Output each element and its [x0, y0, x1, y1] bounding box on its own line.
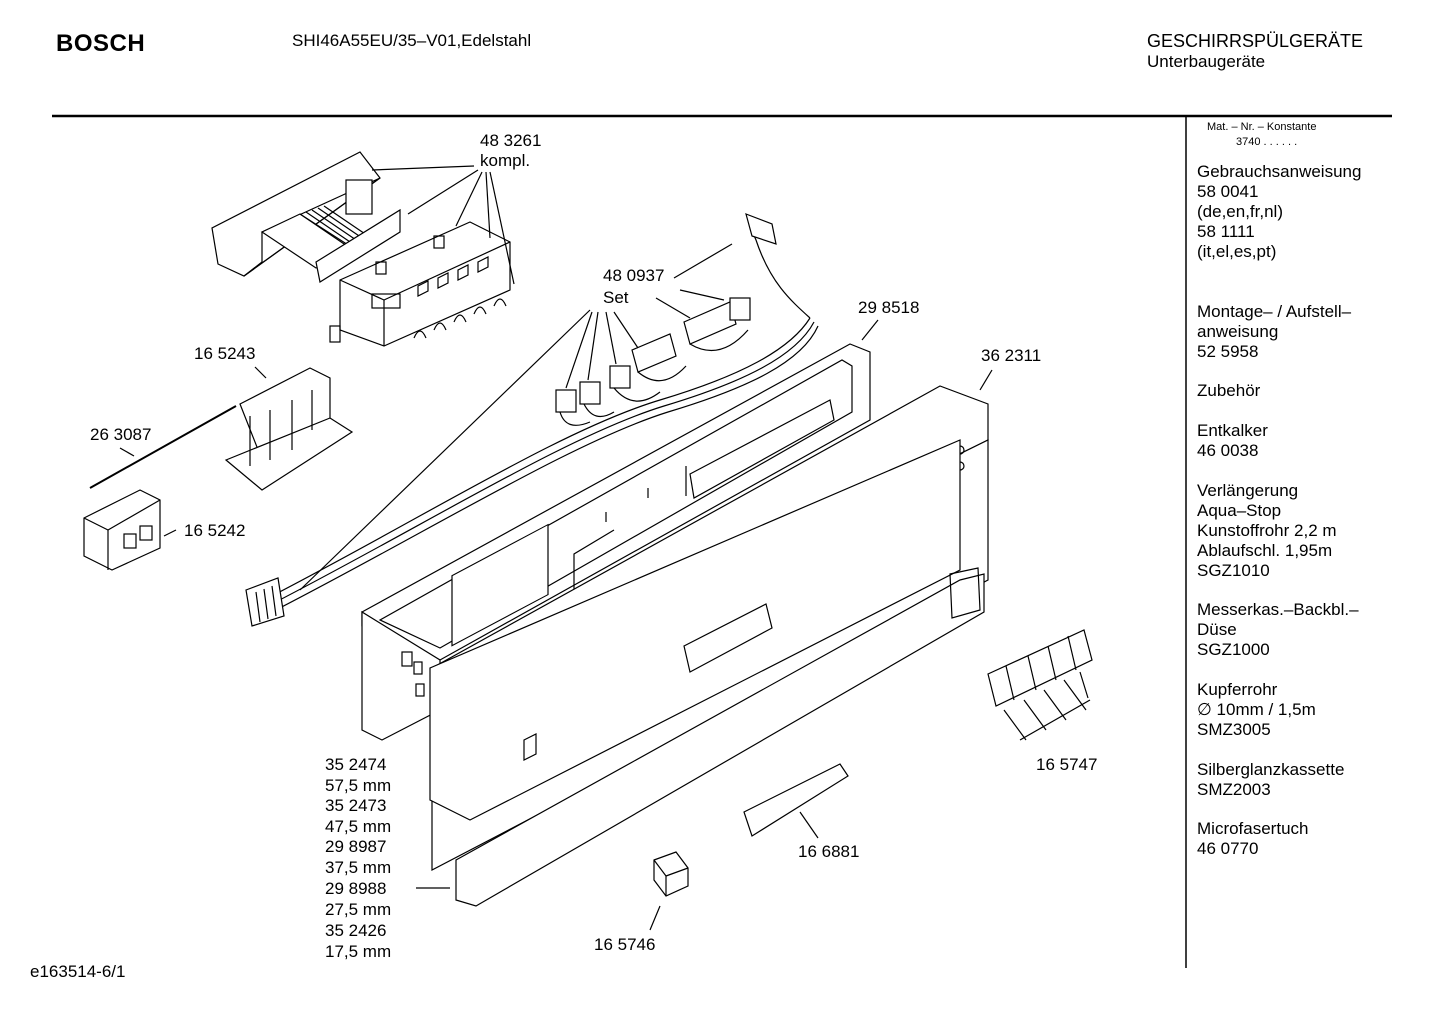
- brand-logo: BOSCH: [56, 30, 146, 57]
- entry-title: Verlängerung: [1197, 481, 1299, 500]
- label-165243: 16 5243: [194, 344, 255, 363]
- strip-166881: [743, 763, 849, 839]
- variant-item: 47,5 mm: [325, 817, 391, 836]
- entry-title: Gebrauchsanweisung: [1197, 162, 1362, 181]
- label-480937-note: Set: [603, 288, 629, 307]
- entry-line: 58 1111: [1197, 222, 1255, 241]
- sidebar-entry: Gebrauchsanweisung 58 0041 (de,en,fr,nl)…: [1197, 162, 1361, 262]
- variant-item: 29 8987: [325, 837, 386, 856]
- mat-label: Mat. – Nr. – Konstante: [1207, 121, 1317, 133]
- variant-item: 35 2473: [325, 796, 386, 815]
- part-drawings: [83, 151, 1093, 931]
- variant-item: 27,5 mm: [325, 900, 391, 919]
- leader-480937: [299, 243, 733, 591]
- sidebar-entry: Montage– / Aufstell– anweisung 52 5958: [1197, 302, 1351, 362]
- sidebar-entry: Silberglanzkassette SMZ2003: [1197, 760, 1344, 800]
- variant-list: 35 2474 57,5 mm 35 2473 47,5 mm 29 8987 …: [325, 755, 391, 961]
- label-483261-note: kompl.: [480, 151, 530, 170]
- label-480937: 48 0937: [603, 266, 664, 285]
- variant-item: 17,5 mm: [325, 942, 391, 961]
- variant-item: 35 2474: [325, 755, 386, 774]
- label-166881: 16 6881: [798, 842, 859, 861]
- holder-165243: [224, 366, 354, 491]
- subcategory-title: Unterbaugeräte: [1147, 52, 1266, 71]
- wiring-harness: [245, 213, 819, 627]
- variant-item: 29 8988: [325, 879, 386, 898]
- entry-line: Ablaufschl. 1,95m: [1197, 541, 1333, 560]
- knob-165746: [649, 851, 689, 931]
- bottom-cover: [416, 439, 985, 907]
- sidebar-entry: Messerkas.–Backbl.– Düse SGZ1000: [1197, 600, 1359, 660]
- sidebar-entry: Microfasertuch 46 0770: [1197, 819, 1308, 859]
- entry-line: Aqua–Stop: [1197, 501, 1282, 520]
- entry-line: anweisung: [1197, 322, 1279, 341]
- entry-line: (de,en,fr,nl): [1197, 202, 1283, 221]
- entry-title: Montage– / Aufstell–: [1197, 302, 1352, 321]
- sidebar-entry: Entkalker 46 0038: [1197, 421, 1268, 461]
- mat-value: 3740 . . . . . .: [1236, 136, 1298, 148]
- variant-item: 35 2426: [325, 921, 386, 940]
- entry-line: (it,el,es,pt): [1197, 242, 1277, 261]
- entry-line: SMZ3005: [1197, 720, 1271, 739]
- buttons-165747: [987, 629, 1093, 741]
- category-title: GESCHIRRSPÜLGERÄTE: [1147, 31, 1364, 51]
- entry-line: 52 5958: [1197, 342, 1259, 361]
- entry-line: Düse: [1197, 620, 1237, 639]
- label-165746: 16 5746: [594, 935, 655, 954]
- variant-item: 37,5 mm: [325, 858, 391, 877]
- switch-165242: [83, 489, 177, 571]
- rod-263087: [89, 405, 237, 489]
- control-board-assembly: [211, 151, 511, 347]
- entry-title: Messerkas.–Backbl.–: [1197, 600, 1359, 619]
- entry-title: Zubehör: [1197, 381, 1261, 400]
- label-263087: 26 3087: [90, 425, 151, 444]
- entry-line: Kunstoffrohr 2,2 m: [1197, 521, 1337, 540]
- entry-line: ∅ 10mm / 1,5m: [1197, 700, 1316, 719]
- entry-line: SGZ1000: [1197, 640, 1270, 659]
- label-165242: 16 5242: [184, 521, 245, 540]
- label-165747: 16 5747: [1036, 755, 1097, 774]
- entry-title: Entkalker: [1197, 421, 1268, 440]
- label-362311: 36 2311: [981, 346, 1041, 365]
- sidebar-entry: Kupferrohr ∅ 10mm / 1,5m SMZ3005: [1197, 680, 1316, 740]
- drawing-id: e163514-6/1: [30, 962, 126, 981]
- entry-line: 46 0038: [1197, 441, 1259, 460]
- leader-483261: [371, 165, 515, 285]
- entry-line: 58 0041: [1197, 182, 1259, 201]
- entry-title: Microfasertuch: [1197, 819, 1309, 838]
- label-483261: 48 3261: [480, 131, 541, 150]
- entry-line: SMZ2003: [1197, 780, 1271, 799]
- frame-298518: [361, 319, 879, 741]
- entry-line: 46 0770: [1197, 839, 1259, 858]
- label-298518: 29 8518: [858, 298, 919, 317]
- variant-item: 57,5 mm: [325, 776, 391, 795]
- entry-title: Silberglanzkassette: [1197, 760, 1345, 779]
- entry-line: SGZ1010: [1197, 561, 1270, 580]
- sidebar-entry: Zubehör: [1197, 381, 1260, 401]
- sidebar-entry: Verlängerung Aqua–Stop Kunstoffrohr 2,2 …: [1197, 481, 1337, 581]
- model-title: SHI46A55EU/35–V01,Edelstahl: [292, 31, 532, 50]
- entry-title: Kupferrohr: [1197, 680, 1278, 699]
